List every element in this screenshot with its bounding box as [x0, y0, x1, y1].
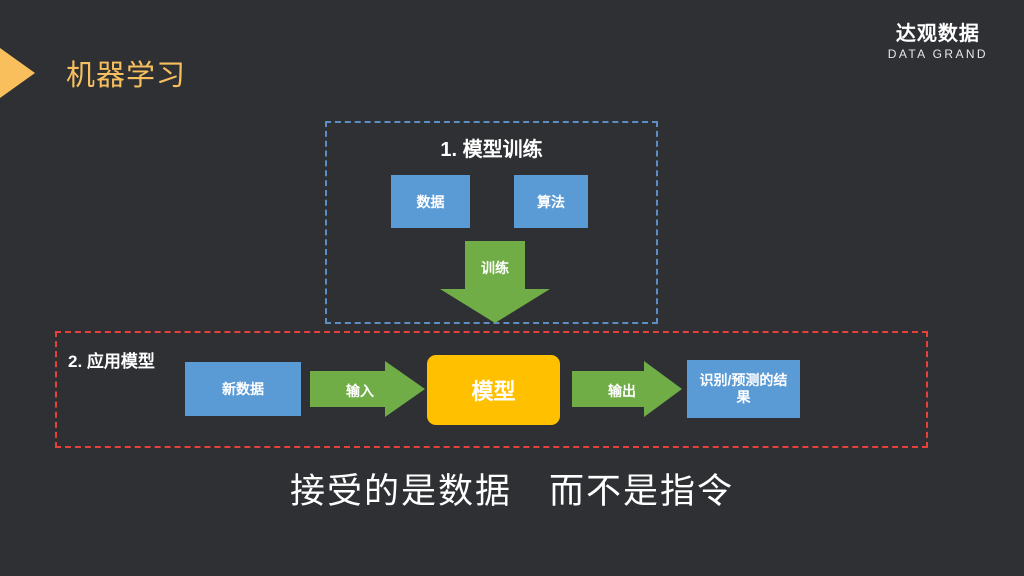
box-model: 模型 — [427, 355, 560, 425]
arrow-right-output — [572, 361, 682, 417]
logo-name-en: DATA GRAND — [887, 47, 988, 61]
arrow-label-input: 输入 — [346, 383, 374, 399]
page-title: 机器学习 — [66, 60, 187, 92]
section-heading-application: 2. 应用模型 — [68, 352, 155, 371]
section-heading-training: 1. 模型训练 — [440, 139, 543, 161]
arrow-right-input — [310, 361, 425, 417]
box-data: 数据 — [391, 175, 470, 228]
triangle-right-icon — [0, 48, 35, 98]
section-frame-training — [325, 121, 658, 324]
brand-logo: 达观数据 DATA GRAND — [888, 24, 988, 60]
box-result: 识别/预测的结果 — [687, 360, 800, 418]
arrow-label-output: 输出 — [608, 383, 636, 399]
arrow-label-training: 训练 — [481, 260, 509, 276]
logo-name-cn: 达观数据 — [895, 23, 980, 45]
slide-caption: 接受的是数据 而不是指令 — [289, 472, 734, 511]
arrow-down-training — [440, 241, 550, 323]
section-frame-application — [55, 331, 928, 448]
box-new-data: 新数据 — [185, 362, 301, 416]
box-algorithm: 算法 — [514, 175, 588, 228]
